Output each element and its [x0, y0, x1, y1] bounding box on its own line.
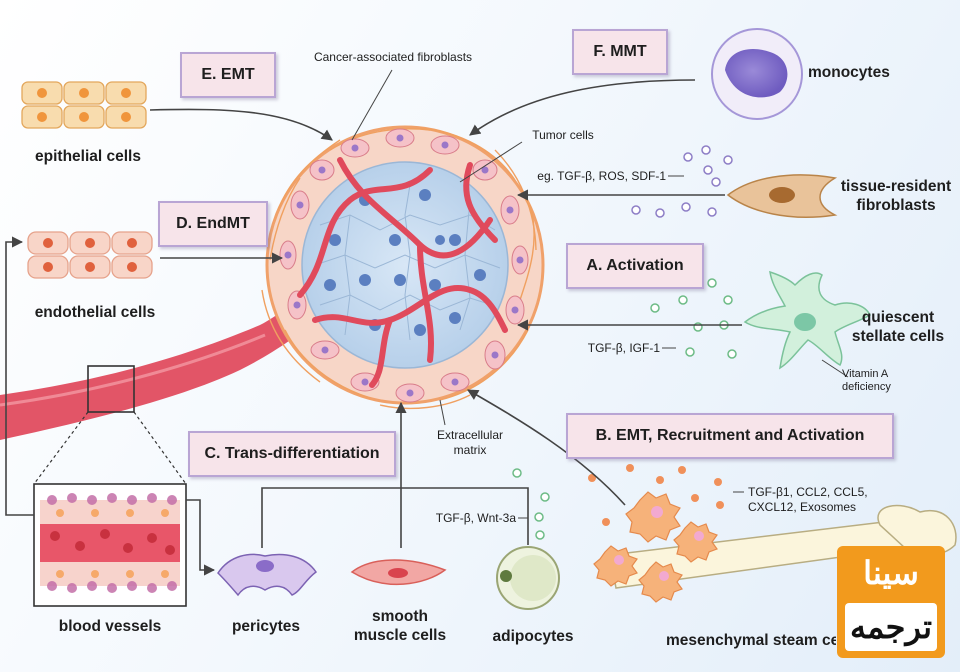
arrows: [5, 79, 742, 576]
main-blood-vessel: [0, 290, 318, 440]
epithelial-cells-graphic: [21, 81, 147, 129]
blood-vessel-panel-graphic: [33, 483, 187, 607]
arrow-monocyte: [469, 79, 696, 136]
label-tissue-fibroblasts: tissue-resident fibroblasts: [836, 178, 956, 216]
watermark-logo: سینا ترجمه: [837, 546, 945, 658]
label-mesenchymal: mesenchymal steam cells: [666, 632, 836, 649]
arrow-vessel-to-pericyte: [186, 499, 216, 576]
label-qsc-line1: quiescent: [861, 309, 935, 326]
label-epithelial: epithelial cells: [35, 148, 141, 165]
zoom-line-left: [33, 411, 89, 485]
box-emt-recruitment: B. EMT, Recruitment and Activation: [566, 413, 894, 459]
label-trf-line2: fibroblasts: [856, 196, 936, 214]
pericyte-graphic: [217, 553, 318, 597]
label-smooth-muscle: smooth muscle cells: [340, 608, 460, 646]
tissue-fibroblast-graphic: [726, 174, 838, 218]
label-ecm-line2: matrix: [453, 442, 487, 457]
label-pericytes: pericytes: [231, 618, 301, 635]
msc-signal-dots: [588, 464, 724, 526]
mesenchymal-graphic: [593, 491, 957, 603]
box-endmt: D. EndMT: [158, 201, 268, 247]
label-adipo-factors: TGF-β, Wnt-3a: [435, 511, 516, 525]
label-qsc-line2: stellate cells: [851, 327, 945, 345]
arrow-vessel-to-endothelial: [5, 236, 34, 516]
transdiff-bracket: [261, 487, 529, 548]
label-fibroblast-factors: eg. TGF-β, ROS, SDF-1: [537, 169, 666, 183]
label-tumor-cells: Tumor cells: [532, 128, 594, 142]
stellate-signal-dots: [650, 278, 737, 359]
arrow-epithelial: [149, 108, 333, 141]
logo-line2: ترجمه: [845, 603, 937, 651]
endothelial-cells-graphic: [27, 231, 153, 279]
logo-line1: سینا: [863, 555, 919, 591]
monocyte-graphic: [711, 28, 803, 120]
label-smooth-line1: smooth: [372, 608, 428, 625]
label-endothelial: endothelial cells: [34, 304, 156, 321]
label-adipocytes: adipocytes: [492, 628, 574, 645]
arrow-msc: [467, 389, 626, 506]
tumor-mass: [261, 125, 545, 410]
box-emt: E. EMT: [180, 52, 276, 98]
label-caf: Cancer-associated fibroblasts: [313, 50, 473, 64]
label-monocytes: monocytes: [808, 64, 890, 81]
label-ecm: Extracellular matrix: [420, 428, 520, 457]
smooth-muscle-graphic: [350, 559, 447, 586]
label-trf-line1: tissue-resident: [840, 178, 952, 195]
label-vit-line2: deficiency: [842, 381, 891, 394]
label-vit-line1: Vitamin A: [842, 368, 889, 380]
adipocyte-graphic: [496, 546, 560, 610]
zoom-line-right: [133, 411, 187, 485]
label-msc-line1: TGF-β1, CCL2, CCL5,: [748, 485, 868, 499]
adipo-signal-dots: [512, 468, 550, 540]
box-trans-differentiation: C. Trans-differentiation: [188, 431, 396, 477]
label-ecm-line1: Extracellular: [436, 428, 504, 442]
fibroblast-signal-dots: [631, 145, 733, 218]
label-stellate-factors: TGF-β, IGF-1: [587, 341, 660, 355]
label-stellate-cells: quiescent stellate cells: [838, 309, 958, 347]
label-msc-factors: TGF-β1, CCL2, CCL5, CXCL12, Exosomes: [748, 485, 878, 514]
label-vitamin-a: Vitamin A deficiency: [842, 368, 930, 395]
box-activation: A. Activation: [566, 243, 704, 289]
label-blood-vessels: blood vessels: [58, 618, 162, 635]
zoom-box: [87, 365, 135, 413]
pointer-lines: [351, 69, 849, 519]
label-smooth-line2: muscle cells: [353, 626, 447, 644]
label-msc-line2: CXCL12, Exosomes: [748, 499, 857, 514]
box-mmt: F. MMT: [572, 29, 668, 75]
stellate-cell-graphic: [743, 270, 871, 370]
